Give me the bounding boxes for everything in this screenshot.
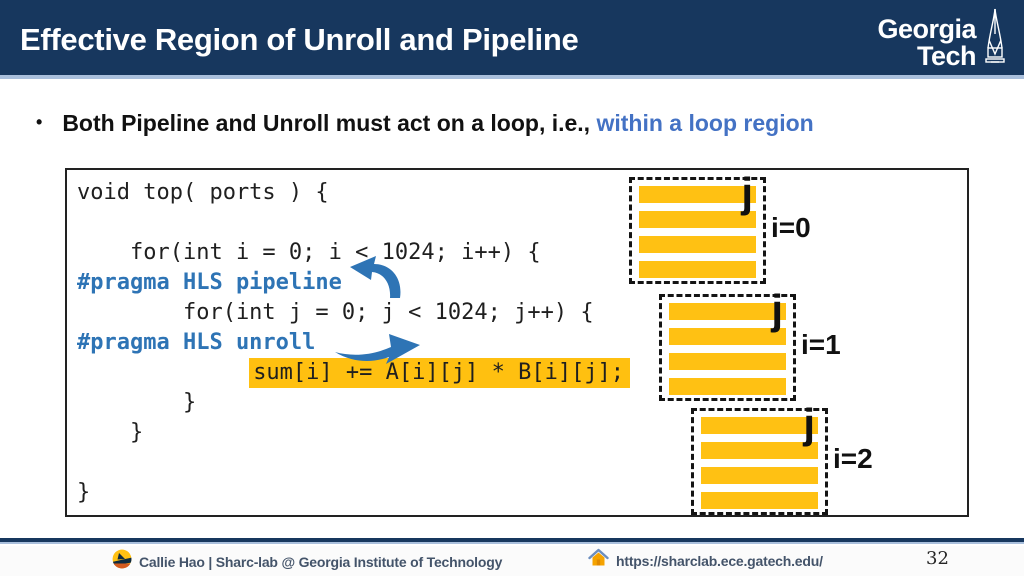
- footer-divider: [0, 538, 1024, 544]
- loop-body-stripe: [639, 211, 756, 228]
- bullet-marker: •: [36, 112, 43, 132]
- loop-body-stripe: [701, 492, 818, 509]
- tech-tower-icon: [980, 8, 1010, 75]
- bullet-text: Both Pipeline and Unroll must act on a l…: [62, 110, 597, 136]
- code-line-pragma-unroll: #pragma HLS unroll: [77, 330, 316, 355]
- code-line-pragma-pipeline: #pragma HLS pipeline: [77, 270, 342, 295]
- code-block: void top( ports ) { for(int i = 0; i < 1…: [77, 178, 963, 508]
- loop-body-stripe: [639, 186, 756, 203]
- j-loop-label: j: [771, 286, 783, 333]
- code-line: }: [77, 420, 144, 445]
- loop-iteration-box-1: j i=1: [659, 289, 841, 401]
- code-indent: [77, 360, 249, 385]
- loop-iteration-box-0: j i=0: [629, 172, 811, 284]
- code-line-inner-for: for(int j = 0; j < 1024; j++) {: [77, 300, 594, 325]
- code-line-sum-highlighted: sum[i] += A[i][j] * B[i][j];: [77, 358, 963, 388]
- footer-url: https://sharclab.ece.gatech.edu/: [588, 548, 823, 573]
- page-title: Effective Region of Unroll and Pipeline: [20, 22, 579, 57]
- footer-url-text: https://sharclab.ece.gatech.edu/: [616, 552, 823, 569]
- footer-credit: Callie Hao | Sharc-lab @ Georgia Institu…: [112, 549, 502, 574]
- home-icon: [588, 548, 609, 573]
- footer: Callie Hao | Sharc-lab @ Georgia Institu…: [0, 546, 1024, 576]
- j-loop-label: j: [741, 169, 753, 216]
- loop-body-stripe: [669, 328, 786, 345]
- footer-credit-text: Callie Hao | Sharc-lab @ Georgia Institu…: [139, 553, 503, 570]
- code-line: }: [77, 390, 197, 415]
- sharc-lab-logo-icon: [112, 549, 132, 574]
- logo-word-georgia: Georgia: [877, 14, 976, 44]
- loop-body-stripe: [669, 353, 786, 370]
- j-loop-label: j: [803, 400, 815, 447]
- loop-body-stripe: [701, 467, 818, 484]
- iteration-label-1: i=1: [801, 329, 841, 360]
- loop-body-stripe: [639, 261, 756, 278]
- iteration-label-0: i=0: [771, 212, 811, 243]
- georgia-tech-logo: Georgia Tech: [877, 8, 1010, 75]
- loop-body-stripe: [669, 303, 786, 320]
- code-line: [77, 448, 963, 478]
- title-bar: Effective Region of Unroll and Pipeline …: [0, 0, 1024, 75]
- loop-iteration-box-2: j i=2: [691, 403, 873, 515]
- code-line-outer-for: for(int i = 0; i < 1024; i++) {: [77, 240, 541, 265]
- bullet-line: • Both Pipeline and Unroll must act on a …: [36, 110, 996, 137]
- unroll-curved-arrow-icon: [335, 334, 420, 364]
- georgia-tech-logo-text: Georgia Tech: [877, 16, 976, 70]
- code-line: void top( ports ) {: [77, 180, 329, 205]
- loop-body-stripe: [701, 442, 818, 459]
- iteration-label-2: i=2: [833, 443, 873, 474]
- page-number: 32: [926, 548, 949, 569]
- bullet-text-highlighted: within a loop region: [596, 110, 814, 136]
- pipeline-curved-arrow-icon: [350, 256, 401, 298]
- code-line: }: [77, 480, 91, 505]
- code-line: [77, 208, 963, 238]
- loop-body-stripe: [669, 378, 786, 395]
- loop-body-stripe: [639, 236, 756, 253]
- code-panel: void top( ports ) { for(int i = 0; i < 1…: [65, 168, 969, 517]
- logo-word-tech: Tech: [916, 41, 977, 71]
- header-divider: [0, 75, 1024, 79]
- loop-body-stripe: [701, 417, 818, 434]
- highlighted-statement: sum[i] += A[i][j] * B[i][j];: [249, 358, 631, 388]
